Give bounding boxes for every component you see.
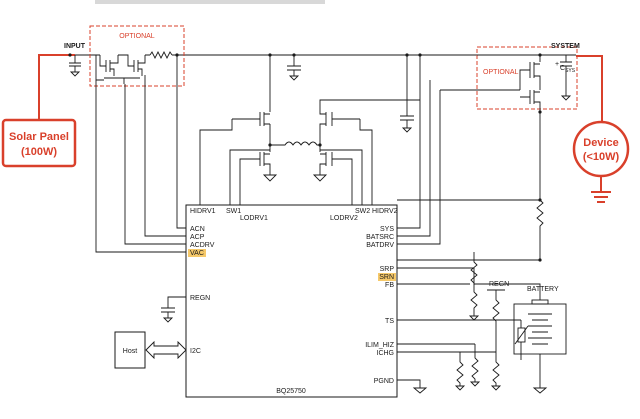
solar-panel-power: (100W): [21, 146, 57, 158]
pin-ilim-hiz: ILIM_HIZ: [365, 342, 395, 349]
input-bulk-capacitor: [287, 55, 301, 81]
vac-highlight: [188, 249, 206, 257]
regn-network: REGN: [397, 281, 509, 391]
input-sense-wiring: [95, 55, 186, 323]
cropped-caption: [95, 0, 325, 4]
output-capacitor: [400, 55, 414, 133]
sense-resistor-battery: [536, 199, 544, 260]
pin-batsrc: BATSRC: [366, 234, 394, 241]
device-label: Device: [583, 137, 618, 149]
srn-highlight: [378, 273, 396, 281]
csys-label: CSYS: [560, 65, 576, 74]
pin-sw2: SW2: [355, 208, 370, 215]
pin-pgnd: PGND: [374, 378, 394, 385]
host-block: Host: [114, 331, 146, 369]
pin-batdrv: BATDRV: [366, 242, 394, 249]
csys-plus: +: [555, 61, 559, 68]
bq25750-chip: BQ25750 HIDRV1 SW1 LODRV1 SW2 LODRV2 HID…: [185, 204, 398, 398]
host-label: Host: [123, 348, 137, 355]
pin-fb: FB: [385, 282, 394, 289]
system-path: OPTIONAL SYSTEM + CSYS: [397, 43, 580, 321]
solar-panel-source: Solar Panel (100W): [1, 54, 77, 168]
optional-box-input: OPTIONAL: [89, 25, 185, 87]
battery-pack: BATTERY: [397, 286, 567, 394]
device-load: Device (<10W): [572, 55, 630, 203]
pin-ichg: ICHG: [377, 350, 395, 357]
pin-regn: REGN: [190, 295, 210, 302]
input-bus: INPUT: [64, 43, 477, 77]
pin-lodrv1: LODRV1: [240, 215, 268, 222]
pin-acdrv: ACDRV: [190, 242, 215, 249]
pin-srp: SRP: [380, 266, 395, 273]
pin-sw1: SW1: [226, 208, 241, 215]
pin-vac: VAC: [190, 250, 204, 257]
i2c-bus-arrow: [145, 340, 187, 360]
pin-ts: TS: [385, 318, 394, 325]
regn-ext-label: REGN: [489, 281, 509, 288]
inductor: [270, 141, 320, 146]
pin-hidrv1: HIDRV1: [190, 208, 216, 215]
device-power: (<10W): [583, 151, 620, 163]
pin-lodrv2: LODRV2: [330, 215, 358, 222]
pin-sys: SYS: [380, 226, 394, 233]
pin-acp: ACP: [190, 234, 205, 241]
optional-right-label: OPTIONAL: [483, 69, 519, 76]
pin-acn: ACN: [190, 226, 205, 233]
battery-label: BATTERY: [527, 286, 559, 293]
pin-hidrv2: HIDRV2: [372, 208, 398, 215]
system-label: SYSTEM: [551, 43, 580, 50]
solar-panel-label: Solar Panel: [9, 131, 69, 143]
pin-srn: SRN: [379, 274, 394, 281]
ic-name: BQ25750: [276, 388, 306, 395]
input-label: INPUT: [64, 43, 86, 50]
sense-resistor-input: [149, 50, 173, 60]
pgnd-ground: [397, 379, 428, 394]
buck-boost-bridge: [199, 55, 420, 205]
pin-i2c: I2C: [190, 348, 201, 355]
optional-left-label: OPTIONAL: [119, 33, 155, 40]
